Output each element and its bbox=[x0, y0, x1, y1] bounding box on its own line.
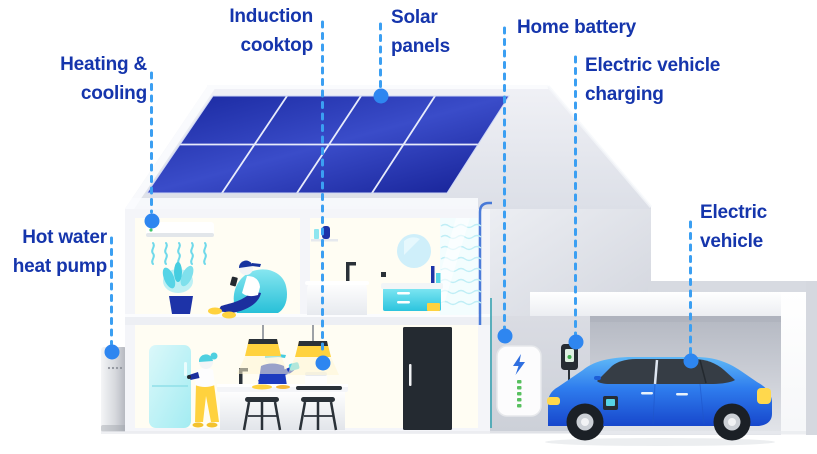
cool-air-waves bbox=[151, 242, 207, 265]
hotspot-dot-ev-charging[interactable] bbox=[568, 334, 584, 350]
tile-panel bbox=[440, 218, 482, 315]
callout-label-ev-charging: Electric vehicle charging bbox=[585, 55, 721, 105]
front-door bbox=[403, 327, 452, 430]
person-on-beanbag bbox=[208, 260, 288, 319]
eave-band bbox=[125, 198, 478, 209]
car-wheels bbox=[566, 403, 751, 441]
floor-slab bbox=[125, 317, 490, 325]
house-plant bbox=[162, 262, 194, 314]
air-conditioner bbox=[146, 222, 214, 265]
callout-label-home-battery: Home battery bbox=[517, 17, 637, 38]
hotspot-dot-electric-vehicle[interactable] bbox=[683, 353, 699, 369]
callout-label-heating-cooling: Heating & cooling bbox=[60, 54, 147, 104]
window-frame bbox=[478, 201, 492, 325]
hotspot-dot-hot-water-heat-pump[interactable] bbox=[104, 344, 120, 360]
heat-pump-unit bbox=[101, 347, 127, 432]
refrigerator bbox=[149, 345, 191, 428]
hotspot-dot-heating-cooling[interactable] bbox=[144, 213, 160, 229]
car-windows bbox=[597, 359, 735, 384]
callout-label-solar-panels: Solar panels bbox=[391, 7, 450, 57]
bolt-icon bbox=[513, 354, 525, 375]
electric-car bbox=[545, 357, 775, 446]
person-at-fridge bbox=[187, 352, 219, 428]
hotspot-dot-solar-panels[interactable] bbox=[373, 88, 389, 104]
bar-stools bbox=[242, 397, 338, 431]
callout-label-hot-water-heat-pump: Hot water heat pump bbox=[12, 227, 107, 277]
charge-port bbox=[603, 396, 618, 410]
headlight bbox=[547, 397, 560, 405]
taillight bbox=[757, 388, 771, 404]
vanity bbox=[381, 266, 443, 311]
callout-label-induction-cooktop: Induction cooktop bbox=[229, 6, 313, 56]
hotspot-dot-home-battery[interactable] bbox=[497, 328, 513, 344]
bathroom-contents bbox=[305, 218, 482, 315]
shelf bbox=[311, 239, 338, 242]
callout-label-electric-vehicle: Electric vehicle bbox=[700, 202, 768, 252]
pendant-lights bbox=[237, 325, 339, 375]
solar-panel-array bbox=[146, 95, 510, 194]
kitchen-island bbox=[217, 368, 348, 430]
home-battery-unit bbox=[496, 345, 542, 417]
bath-faucet bbox=[346, 262, 356, 281]
hotspot-dot-induction-cooktop[interactable] bbox=[315, 355, 331, 371]
